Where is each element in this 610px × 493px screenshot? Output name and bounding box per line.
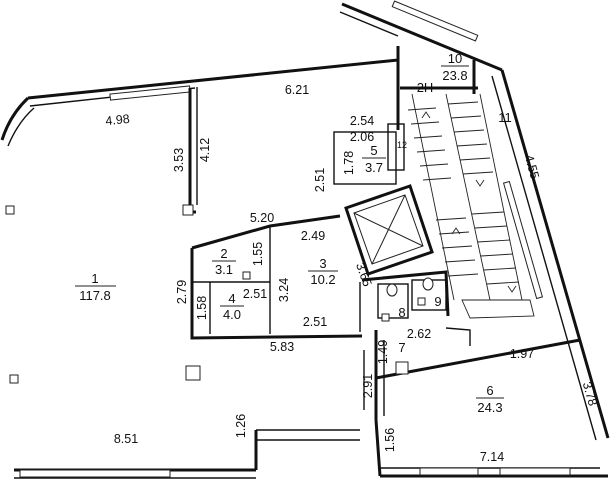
dim-2-62: 2.62 <box>407 327 431 341</box>
dim-7-14: 7.14 <box>480 450 504 464</box>
dim-1-78: 1.78 <box>342 151 356 175</box>
room-5-number: 5 <box>370 143 377 158</box>
room-3-area: 10.2 <box>310 272 335 287</box>
dim-6-21: 6.21 <box>285 83 309 97</box>
room-2-area: 3.1 <box>215 262 233 277</box>
room-3-number: 3 <box>319 256 326 271</box>
dim-1-56: 1.56 <box>383 428 397 452</box>
dim-1-97: 1.97 <box>510 347 534 361</box>
dim-1-26: 1.26 <box>234 414 248 438</box>
dim-3-78: 3.78 <box>580 380 600 407</box>
dim-4-55: 4.55 <box>522 153 542 180</box>
dim-5-20: 5.20 <box>250 211 274 225</box>
room-8-number: 8 <box>398 305 405 320</box>
dim-2-79: 2.79 <box>175 280 189 304</box>
room-1-number: 1 <box>91 271 98 286</box>
dim-5-83: 5.83 <box>270 340 294 354</box>
dim-2-51-c: 2.51 <box>303 315 327 329</box>
dim-3-65: 3.65 <box>353 261 374 289</box>
room-5-area: 3.7 <box>365 160 383 175</box>
room-2-number: 2 <box>220 246 227 261</box>
room-6-number: 6 <box>486 383 493 398</box>
dim-8-51: 8.51 <box>114 432 138 446</box>
dim-4-98: 4.98 <box>105 112 131 128</box>
room-11-number: 11 <box>498 110 512 125</box>
dim-2-51-b: 2.51 <box>243 287 267 301</box>
dim-2-54: 2.54 <box>350 114 374 128</box>
staircase <box>407 93 535 319</box>
room-4-area: 4.0 <box>223 307 241 322</box>
room-labels: 1 117.8 2 3.1 3 10.2 4 4.0 5 3.7 6 24.3 … <box>75 51 512 415</box>
room-6-area: 24.3 <box>477 400 502 415</box>
room-12-number: 12 <box>397 140 407 150</box>
room-10-number: 10 <box>448 51 462 66</box>
floor-label: 2Н <box>417 80 434 95</box>
room-4-number: 4 <box>228 291 235 306</box>
dim-2-49: 2.49 <box>301 229 325 243</box>
room-9-number: 9 <box>434 294 441 309</box>
dim-1-49: 1.49 <box>376 340 390 364</box>
dim-2-51-a: 2.51 <box>313 168 327 192</box>
dim-1-55: 1.55 <box>251 242 265 266</box>
room-10-area: 23.8 <box>442 68 467 83</box>
dim-3-53: 3.53 <box>172 148 186 172</box>
room-1-area: 117.8 <box>79 288 111 303</box>
room-7-number: 7 <box>398 340 405 355</box>
dimension-labels: 6.21 4.98 3.53 4.12 2.54 2.06 1.78 2.51 … <box>105 83 600 464</box>
dim-2-91: 2.91 <box>361 374 375 398</box>
interior-walls <box>5 46 581 477</box>
dim-1-58: 1.58 <box>195 296 209 320</box>
dim-2-06: 2.06 <box>350 130 374 144</box>
dim-3-24: 3.24 <box>277 278 291 302</box>
dim-4-12: 4.12 <box>198 138 212 162</box>
